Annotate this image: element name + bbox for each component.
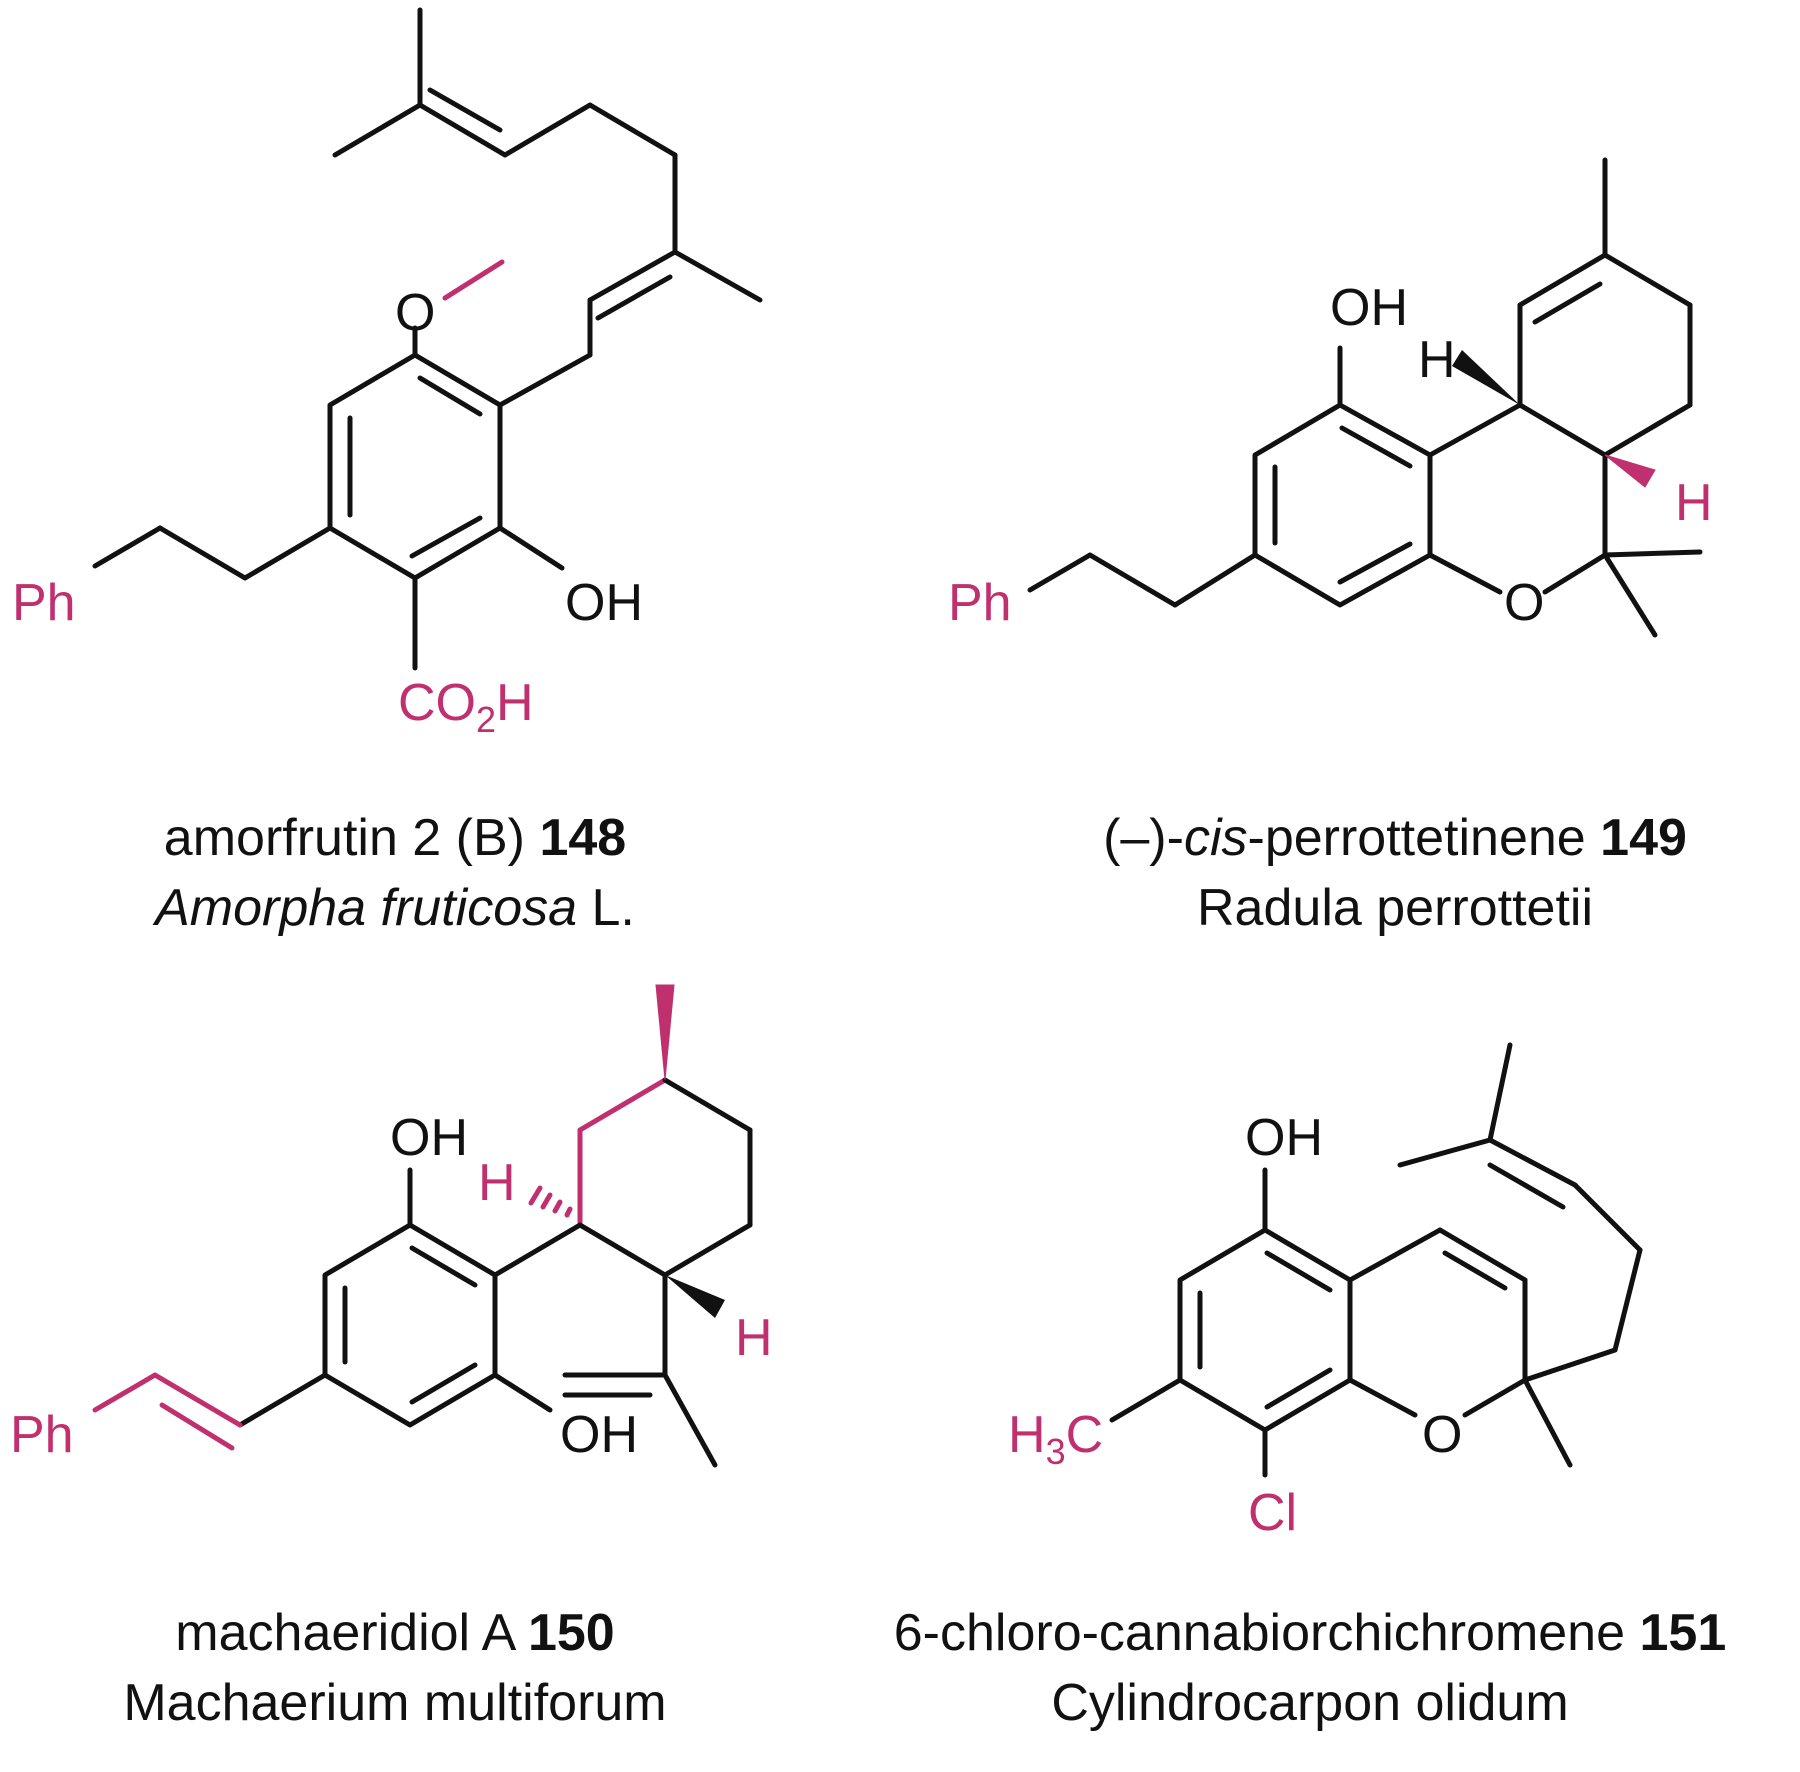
- compound-source: Radula perrottetii: [1197, 879, 1593, 937]
- hashed-bond: [528, 1185, 573, 1218]
- caption-149: (–)-cis-perrottetinene 149 Radula perrot…: [1103, 809, 1687, 937]
- phenyl-label: Ph: [948, 574, 1012, 632]
- phenyl-label: Ph: [10, 1406, 74, 1464]
- oxygen-label: O: [395, 284, 435, 342]
- structure-148: O Ph OH CO2H: [12, 7, 763, 740]
- hydrogen-hashed-label: H: [478, 1154, 516, 1212]
- structure-151: OH H3C O Cl: [1008, 1042, 1643, 1542]
- compound-source: Machaerium multiforum: [123, 1674, 666, 1732]
- hydroxyl-label: OH: [565, 574, 643, 632]
- caption-150: machaeridiol A 150 Machaerium multiforum: [123, 1604, 666, 1732]
- hydrogen-stereo-label: H: [1675, 474, 1713, 532]
- carboxyl-label: CO2H: [398, 674, 534, 740]
- oxygen-label: O: [1422, 1406, 1462, 1464]
- compound-name: (–)-cis-perrottetinene 149: [1103, 809, 1687, 867]
- hydroxyl-top-label: OH: [390, 1109, 468, 1167]
- chlorine-label: Cl: [1248, 1484, 1297, 1542]
- caption-148: amorfrutin 2 (B) 148 Amorpha fruticosa L…: [152, 809, 635, 937]
- phenyl-label: Ph: [12, 574, 76, 632]
- compound-name: machaeridiol A 150: [175, 1604, 614, 1662]
- compound-source: Amorpha fruticosa L.: [152, 879, 635, 937]
- structure-150: OH H H Ph OH: [10, 984, 773, 1468]
- hydrogen-label: H: [1418, 331, 1456, 389]
- hydrogen-wedge-label: H: [735, 1309, 773, 1367]
- caption-151: 6-chloro-cannabiorchichromene 151 Cylind…: [894, 1604, 1727, 1732]
- compound-name: amorfrutin 2 (B) 148: [164, 809, 626, 867]
- hydroxyl-label: OH: [1245, 1109, 1323, 1167]
- compound-source: Cylindrocarpon olidum: [1051, 1674, 1568, 1732]
- hydroxyl-bottom-label: OH: [560, 1406, 638, 1464]
- methyl-label: H3C: [1008, 1406, 1103, 1472]
- oxygen-label: O: [1504, 574, 1544, 632]
- structure-149: OH H H Ph O: [948, 157, 1713, 638]
- hydroxyl-label: OH: [1330, 279, 1408, 337]
- compound-name: 6-chloro-cannabiorchichromene 151: [894, 1604, 1727, 1662]
